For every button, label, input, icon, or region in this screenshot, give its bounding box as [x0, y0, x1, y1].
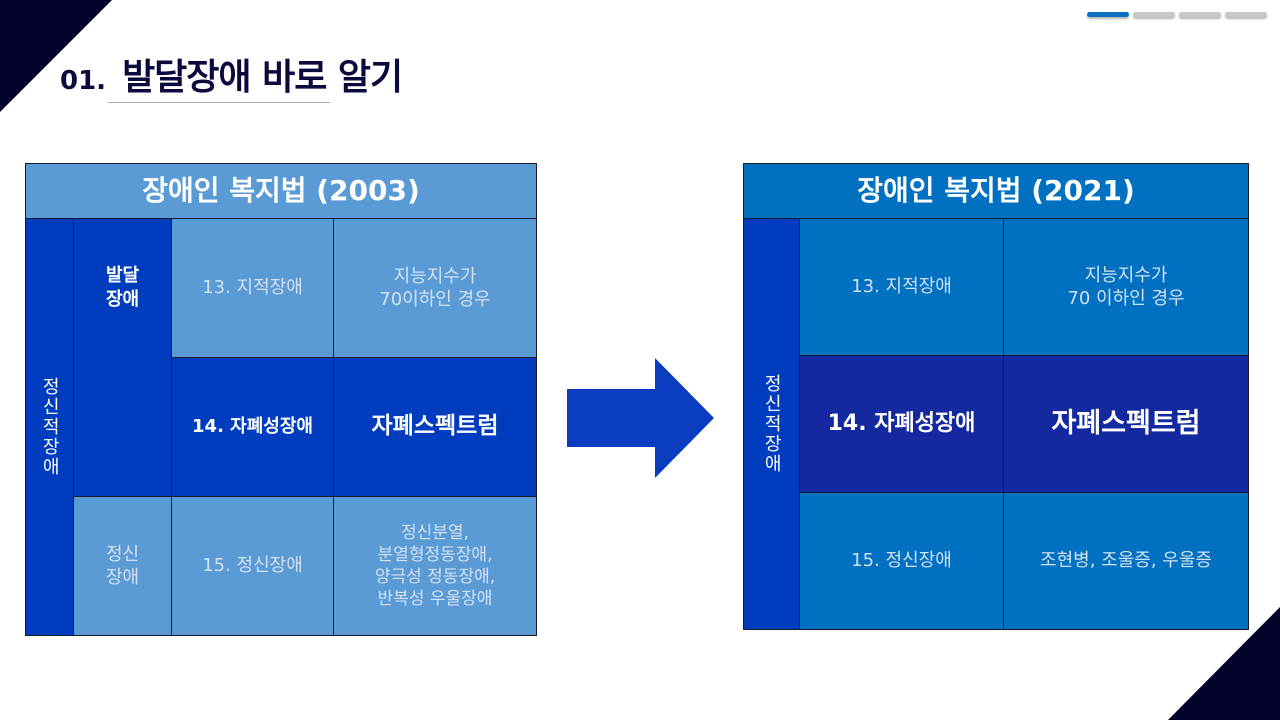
row-desc: 지능지수가 70 이하인 경우: [1003, 218, 1249, 356]
category-cell: 정신적장애: [743, 218, 800, 630]
page-indicator: [1087, 12, 1267, 17]
table-header: 장애인 복지법 (2021): [743, 163, 1249, 219]
page-dot-active: [1087, 12, 1129, 17]
title-underline: [108, 102, 330, 103]
row-desc: 정신분열, 분열형정동장애, 양극성 정동장애, 반복성 우울장애: [333, 496, 537, 636]
table-header: 장애인 복지법 (2003): [25, 163, 537, 219]
page-dot: [1179, 12, 1221, 17]
row-name: 13. 지적장애: [171, 218, 334, 358]
row-name: 15. 정신장애: [171, 496, 334, 636]
row-name: 15. 정신장애: [799, 492, 1004, 630]
row-desc: 조현병, 조울증, 우울증: [1003, 492, 1249, 630]
row-desc: 지능지수가 70이하인 경우: [333, 218, 537, 358]
arrow-right-icon: [567, 358, 714, 478]
subcategory-mental: 정신 장애: [73, 496, 172, 636]
page-title: 01. 발달장애 바로 알기: [60, 48, 403, 100]
title-text: 발달장애 바로 알기: [122, 57, 403, 98]
category-label: 정신적장애: [39, 377, 61, 477]
category-cell: 정신적장애: [25, 218, 74, 636]
corner-decoration: [0, 0, 112, 112]
subcategory-dev: 발달 장애: [73, 218, 172, 497]
row-name-highlight: 14. 자폐성장애: [799, 355, 1004, 493]
row-desc-highlight: 자폐스펙트럼: [1003, 355, 1249, 493]
row-desc-highlight: 자폐스펙트럼: [333, 357, 537, 497]
category-label: 정신적장애: [761, 374, 783, 474]
page-dot: [1225, 12, 1267, 17]
page-dot: [1133, 12, 1175, 17]
row-name-highlight: 14. 자폐성장애: [171, 357, 334, 497]
section-number: 01.: [60, 66, 107, 96]
row-name: 13. 지적장애: [799, 218, 1004, 356]
